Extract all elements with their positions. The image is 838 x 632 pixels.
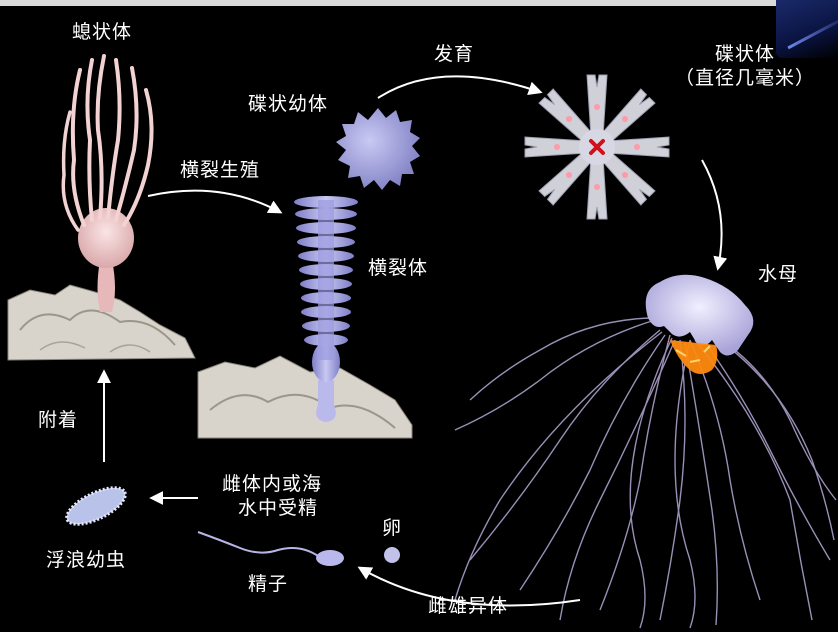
strobilation-arrow <box>148 191 280 212</box>
attachment-label: 附着 <box>38 410 78 432</box>
egg-illustration <box>384 547 400 563</box>
polyp-illustration <box>63 56 151 312</box>
egg-label: 卵 <box>382 518 402 540</box>
development-arrow <box>378 76 540 98</box>
development-label: 发育 <box>434 44 474 66</box>
medusa-label: 水母 <box>758 264 798 286</box>
planula-illustration <box>62 480 131 531</box>
rock-right <box>198 356 412 438</box>
ephyra-label-line1: 碟状体 <box>690 44 800 66</box>
planula-label: 浮浪幼虫 <box>46 550 126 572</box>
to-medusa-arrow <box>702 160 722 268</box>
ephyra-label-line2: （直径几毫米） <box>660 68 830 90</box>
dioecious-label: 雌雄异体 <box>428 596 508 618</box>
fertilization-label-line2: 水中受精 <box>238 498 318 520</box>
ephyra-juvenile-illustration <box>336 108 420 190</box>
polyp-label: 螅状体 <box>72 22 132 44</box>
sperm-label: 精子 <box>248 574 288 596</box>
ephyra-illustration <box>525 75 669 219</box>
strobila-label: 横裂体 <box>368 258 428 280</box>
fertilization-label-line1: 雌体内或海 <box>222 474 322 496</box>
ephyra-juvenile-label: 碟状幼体 <box>248 94 328 116</box>
sperm-illustration <box>198 532 344 566</box>
strobilation-label: 横裂生殖 <box>180 160 260 182</box>
medusa-tentacles <box>455 318 836 628</box>
